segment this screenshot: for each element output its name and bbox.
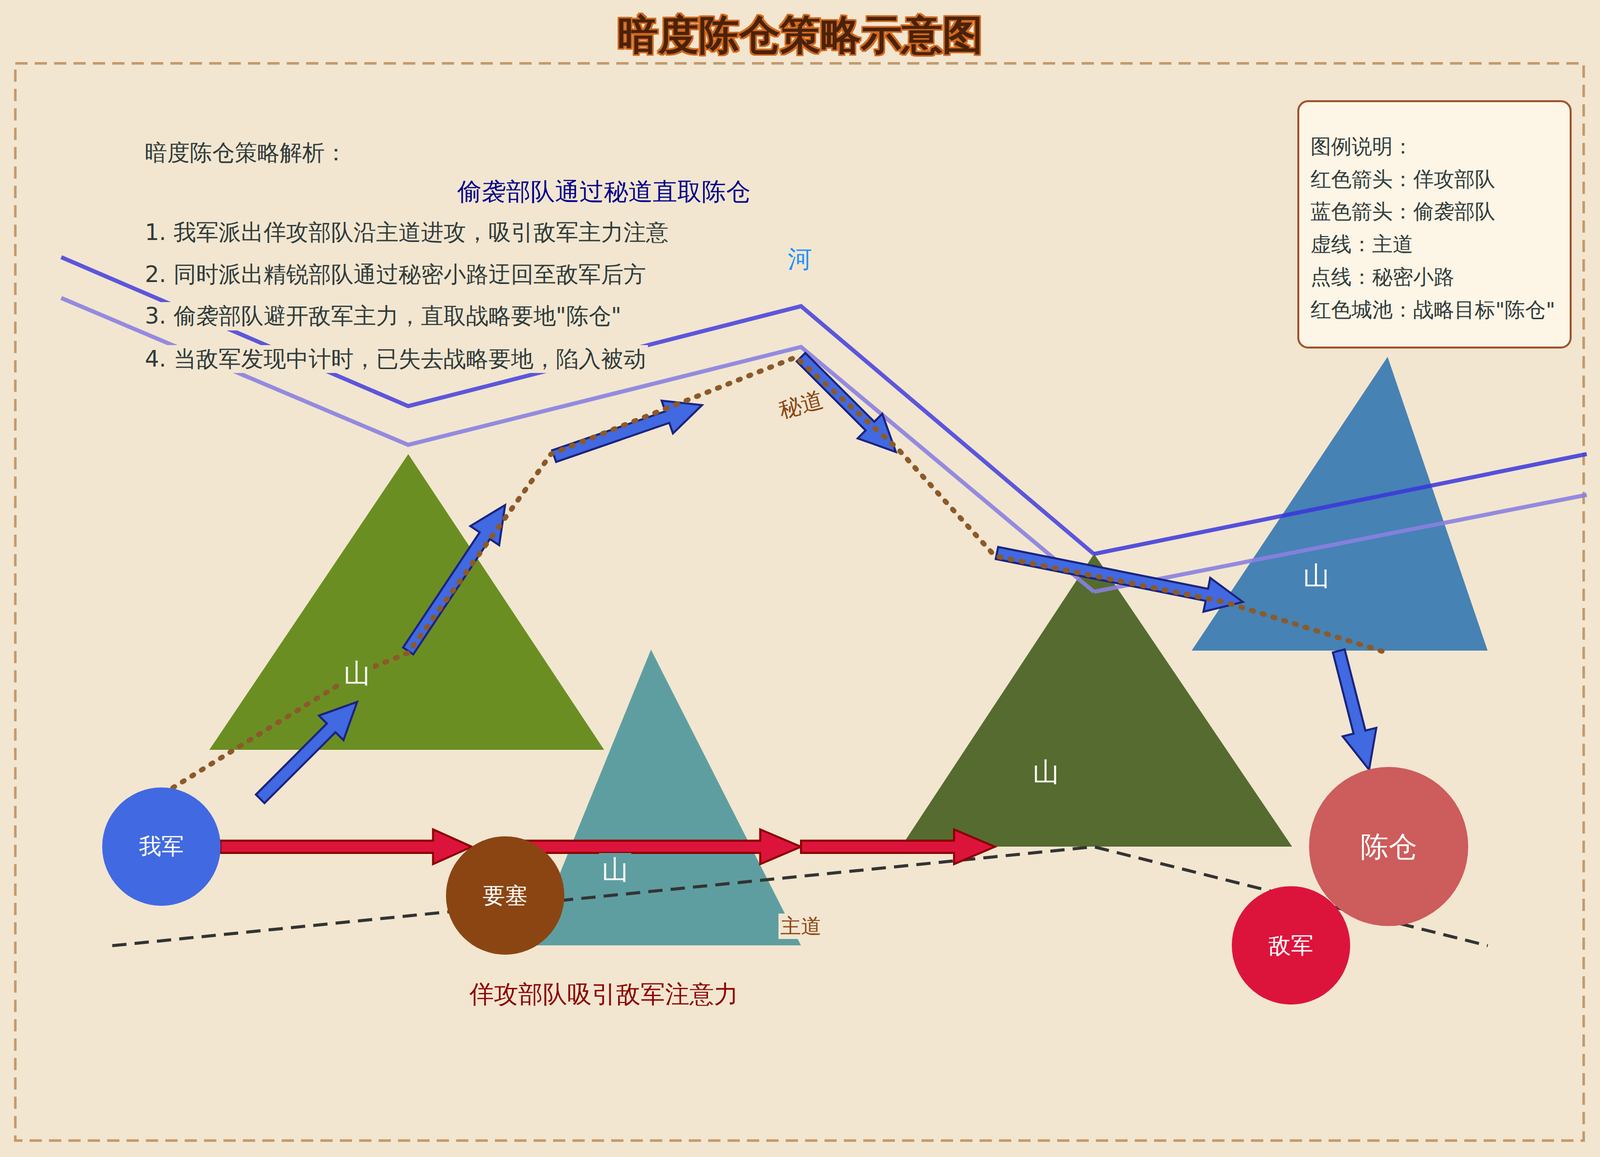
legend-row: 点线：秘密小路 bbox=[1310, 261, 1556, 294]
circle-fill bbox=[102, 787, 221, 907]
label-holder: 暗度陈仓策略解析： bbox=[142, 138, 350, 167]
legend-text: 点线：秘密小路 bbox=[1310, 261, 1455, 294]
arrow-body bbox=[1333, 649, 1377, 771]
label-holder: 佯攻部队吸引敌军注意力 bbox=[467, 979, 741, 1011]
river-line bbox=[61, 298, 1094, 593]
circle-fill bbox=[1231, 886, 1351, 1005]
mountain-fill bbox=[530, 649, 801, 946]
mountain-label: 山 bbox=[599, 853, 632, 888]
note-item: 4. 当敌军发现中计时，已失去战略要地，陷入被动 bbox=[142, 345, 648, 374]
label-holder: 秘道 bbox=[776, 391, 826, 420]
raid-arrow bbox=[552, 400, 703, 463]
feint-label: 佯攻部队吸引敌军注意力 bbox=[467, 979, 741, 1011]
road-label: 主道 bbox=[778, 913, 824, 940]
mountain-label: 山 bbox=[1029, 755, 1063, 790]
label-holder: 主道 bbox=[778, 913, 824, 940]
river-label: 河 bbox=[785, 244, 815, 275]
feint-arrow bbox=[220, 829, 472, 865]
mountain-shape: 山 bbox=[530, 649, 801, 946]
mountain-fill bbox=[1191, 356, 1488, 651]
place-circle: 要塞 bbox=[445, 836, 565, 956]
route-label: 偷袭部队通过秘道直取陈仓 bbox=[455, 176, 753, 208]
raid-arrow bbox=[1333, 649, 1377, 771]
mountain-label: 山 bbox=[340, 656, 374, 691]
legend-text: 红色城池：战略目标"陈仓" bbox=[1310, 293, 1556, 327]
label-holder: 3. 偷袭部队避开敌军主力，直取战略要地"陈仓" bbox=[142, 302, 624, 331]
frame-border bbox=[15, 63, 1584, 1142]
place-circle: 敌军 bbox=[1231, 886, 1351, 1005]
legend-row: 红色箭头：佯攻部队 bbox=[1310, 163, 1556, 197]
title: 暗度陈仓策略示意图 bbox=[617, 8, 983, 64]
mountain-outline bbox=[209, 454, 605, 751]
feint-arrow bbox=[800, 829, 995, 865]
legend-text: 虚线：主道 bbox=[1310, 228, 1414, 262]
circle-fill bbox=[445, 836, 565, 956]
legend-row: 蓝色箭头：偷袭部队 bbox=[1310, 195, 1556, 229]
label-holder: 河 bbox=[785, 244, 815, 275]
circle-fill bbox=[1309, 767, 1469, 927]
note-item: 3. 偷袭部队避开敌军主力，直取战略要地"陈仓" bbox=[142, 302, 624, 331]
river-line bbox=[61, 257, 1094, 555]
label-holder: 偷袭部队通过秘道直取陈仓 bbox=[455, 176, 753, 208]
legend-text: 红色箭头：佯攻部队 bbox=[1310, 163, 1496, 197]
mountain-shape: 山 bbox=[209, 454, 605, 751]
mountain-label: 山 bbox=[1300, 559, 1333, 594]
place-label: 我军 bbox=[138, 833, 184, 861]
place-label: 敌军 bbox=[1268, 932, 1314, 960]
place-label: 陈仓 bbox=[1360, 829, 1418, 865]
note-item: 1. 我军派出佯攻部队沿主道进攻，吸引敌军主力注意 bbox=[142, 218, 670, 247]
place-circle: 陈仓 bbox=[1309, 767, 1469, 927]
legend-row: 红色城池：战略目标"陈仓" bbox=[1310, 293, 1556, 327]
section-heading: 暗度陈仓策略解析： bbox=[142, 138, 350, 167]
title-holder: 暗度陈仓策略示意图 bbox=[617, 8, 983, 64]
label-holder: 4. 当敌军发现中计时，已失去战略要地，陷入被动 bbox=[142, 345, 648, 374]
legend-box: 图例说明：红色箭头：佯攻部队蓝色箭头：偷袭部队虚线：主道点线：秘密小路红色城池：… bbox=[1297, 100, 1572, 350]
mountain-fill bbox=[901, 554, 1292, 847]
legend-heading: 图例说明： bbox=[1310, 130, 1556, 164]
place-label: 要塞 bbox=[482, 882, 528, 910]
label-holder: 2. 同时派出精锐部队通过秘密小路迂回至敌军后方 bbox=[142, 260, 648, 289]
place-circle: 我军 bbox=[102, 787, 221, 907]
legend-row: 虚线：主道 bbox=[1310, 228, 1556, 262]
label-holder: 1. 我军派出佯攻部队沿主道进攻，吸引敌军主力注意 bbox=[142, 218, 670, 247]
legend-text: 蓝色箭头：偷袭部队 bbox=[1310, 195, 1496, 229]
mountain-fill bbox=[209, 454, 605, 751]
mountain-outline bbox=[530, 649, 801, 946]
note-item: 2. 同时派出精锐部队通过秘密小路迂回至敌军后方 bbox=[142, 260, 648, 289]
path-label: 秘道 bbox=[773, 385, 828, 425]
arrow-body bbox=[220, 829, 472, 865]
